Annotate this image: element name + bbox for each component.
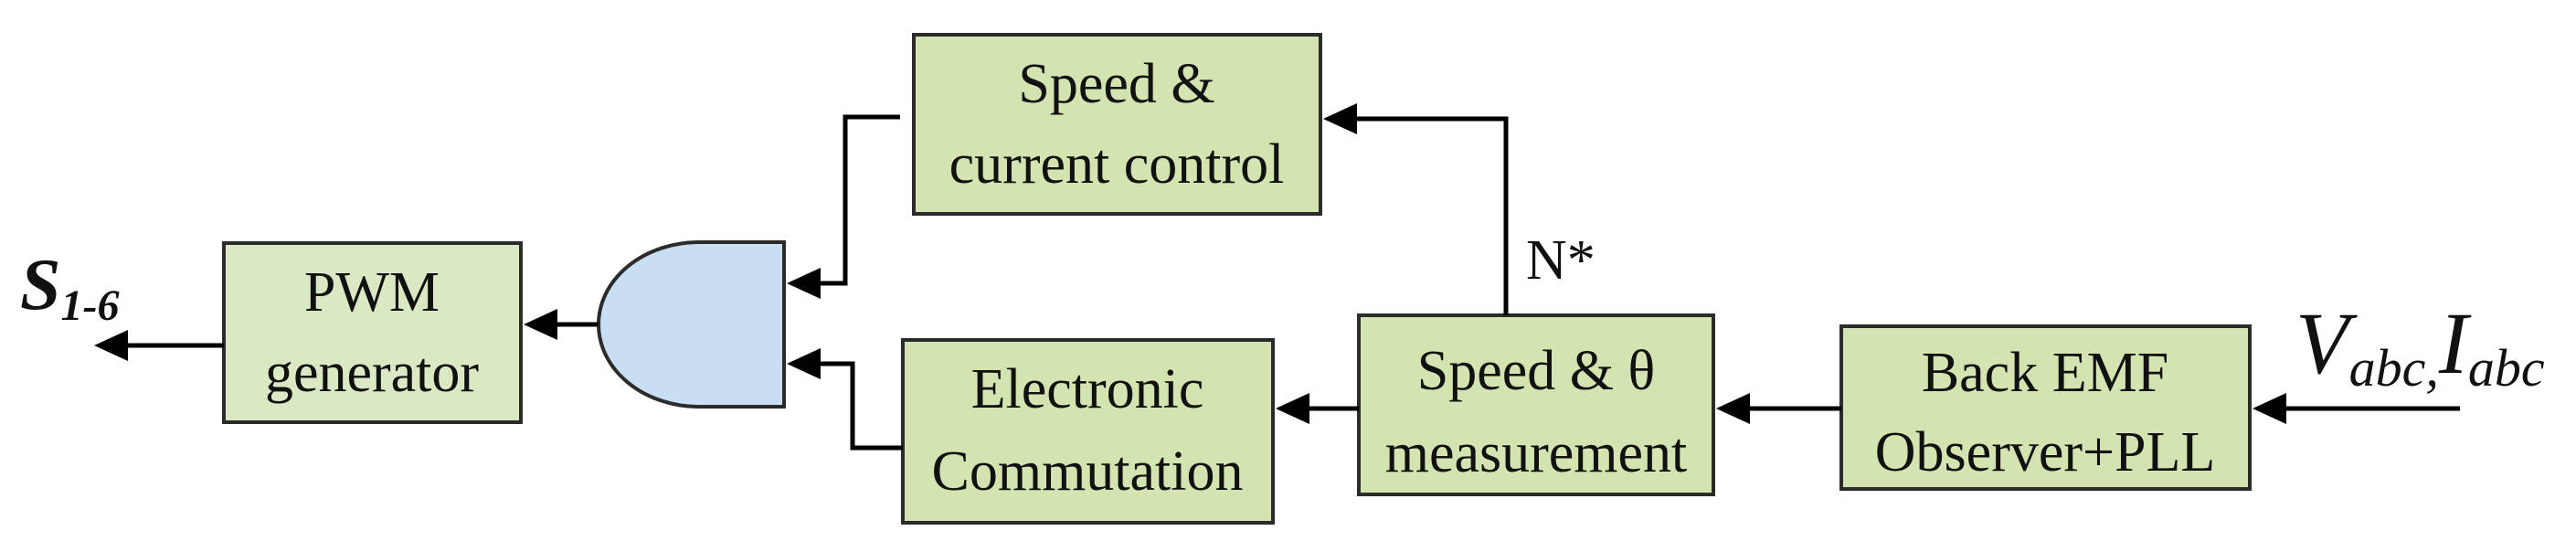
arrow-head: [1323, 103, 1357, 134]
speed-current-line2: current control: [949, 133, 1285, 196]
arrow-head: [94, 330, 128, 361]
pwm-generator-block: PWM generator: [222, 241, 523, 424]
current-control-to-gate-wire: [818, 114, 900, 286]
speed-theta-line2: measurement: [1385, 422, 1688, 484]
pwm-line2: generator: [265, 342, 479, 404]
arrow-head: [2253, 393, 2286, 424]
speed-current-line1: Speed &: [1018, 53, 1214, 115]
commutation-line2: Commutation: [932, 441, 1244, 503]
arrow-head: [787, 268, 821, 299]
back-emf-line2: Observer+PLL: [1875, 421, 2215, 483]
speed-theta-measurement-block: Speed & θ measurement: [1357, 313, 1715, 496]
commutation-line1: Electronic: [971, 358, 1204, 420]
arrow-head: [1716, 393, 1750, 424]
commutation-to-gate-wire: [818, 361, 903, 451]
arrow-head: [524, 309, 557, 340]
speed-theta-line1: Speed & θ: [1417, 340, 1655, 402]
n-star-feedback-wire: [1354, 116, 1509, 315]
back-emf-line1: Back EMF: [1922, 342, 2168, 404]
arrow-head: [1276, 393, 1309, 424]
input-signal-label: Vabc,Iabc: [2295, 294, 2545, 398]
n-star-label: N*: [1526, 229, 1595, 292]
speed-current-control-block: Speed & current control: [912, 33, 1322, 216]
pwm-line1: PWM: [304, 261, 440, 324]
output-signal-label: S1-6: [20, 245, 119, 330]
electronic-commutation-block: Electronic Commutation: [901, 338, 1275, 525]
combiner-gate: [597, 240, 786, 409]
arrow-head: [787, 348, 821, 379]
back-emf-observer-block: Back EMF Observer+PLL: [1839, 324, 2252, 491]
